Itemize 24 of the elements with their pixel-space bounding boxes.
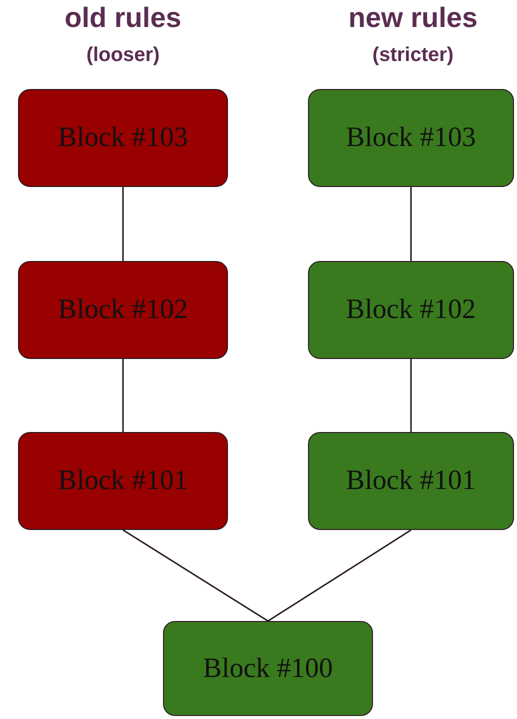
column-heading: old rules bbox=[64, 2, 182, 34]
connector-line bbox=[268, 529, 412, 622]
connector-line bbox=[410, 359, 412, 432]
block-box bbox=[308, 432, 514, 530]
connector-line bbox=[122, 359, 124, 432]
connector-line bbox=[122, 187, 124, 261]
block-label: Block #101 bbox=[346, 465, 476, 497]
block-box bbox=[18, 432, 228, 530]
block-box bbox=[308, 89, 514, 187]
subheading: (looser) bbox=[86, 44, 160, 67]
block-box bbox=[163, 621, 373, 716]
block-label: Block #100 bbox=[203, 652, 333, 684]
block-box bbox=[308, 261, 514, 359]
block-label: Block #101 bbox=[58, 465, 188, 497]
block-label: Block #103 bbox=[346, 122, 476, 154]
block-box bbox=[18, 89, 228, 187]
block-box bbox=[18, 261, 228, 359]
block-label: Block #103 bbox=[58, 122, 188, 154]
column-heading: new rules bbox=[348, 2, 478, 34]
block-label: Block #102 bbox=[58, 294, 188, 326]
subheading: (stricter) bbox=[372, 44, 454, 67]
connector-line bbox=[410, 187, 412, 261]
block-label: Block #102 bbox=[346, 294, 476, 326]
connector-line bbox=[122, 529, 268, 622]
